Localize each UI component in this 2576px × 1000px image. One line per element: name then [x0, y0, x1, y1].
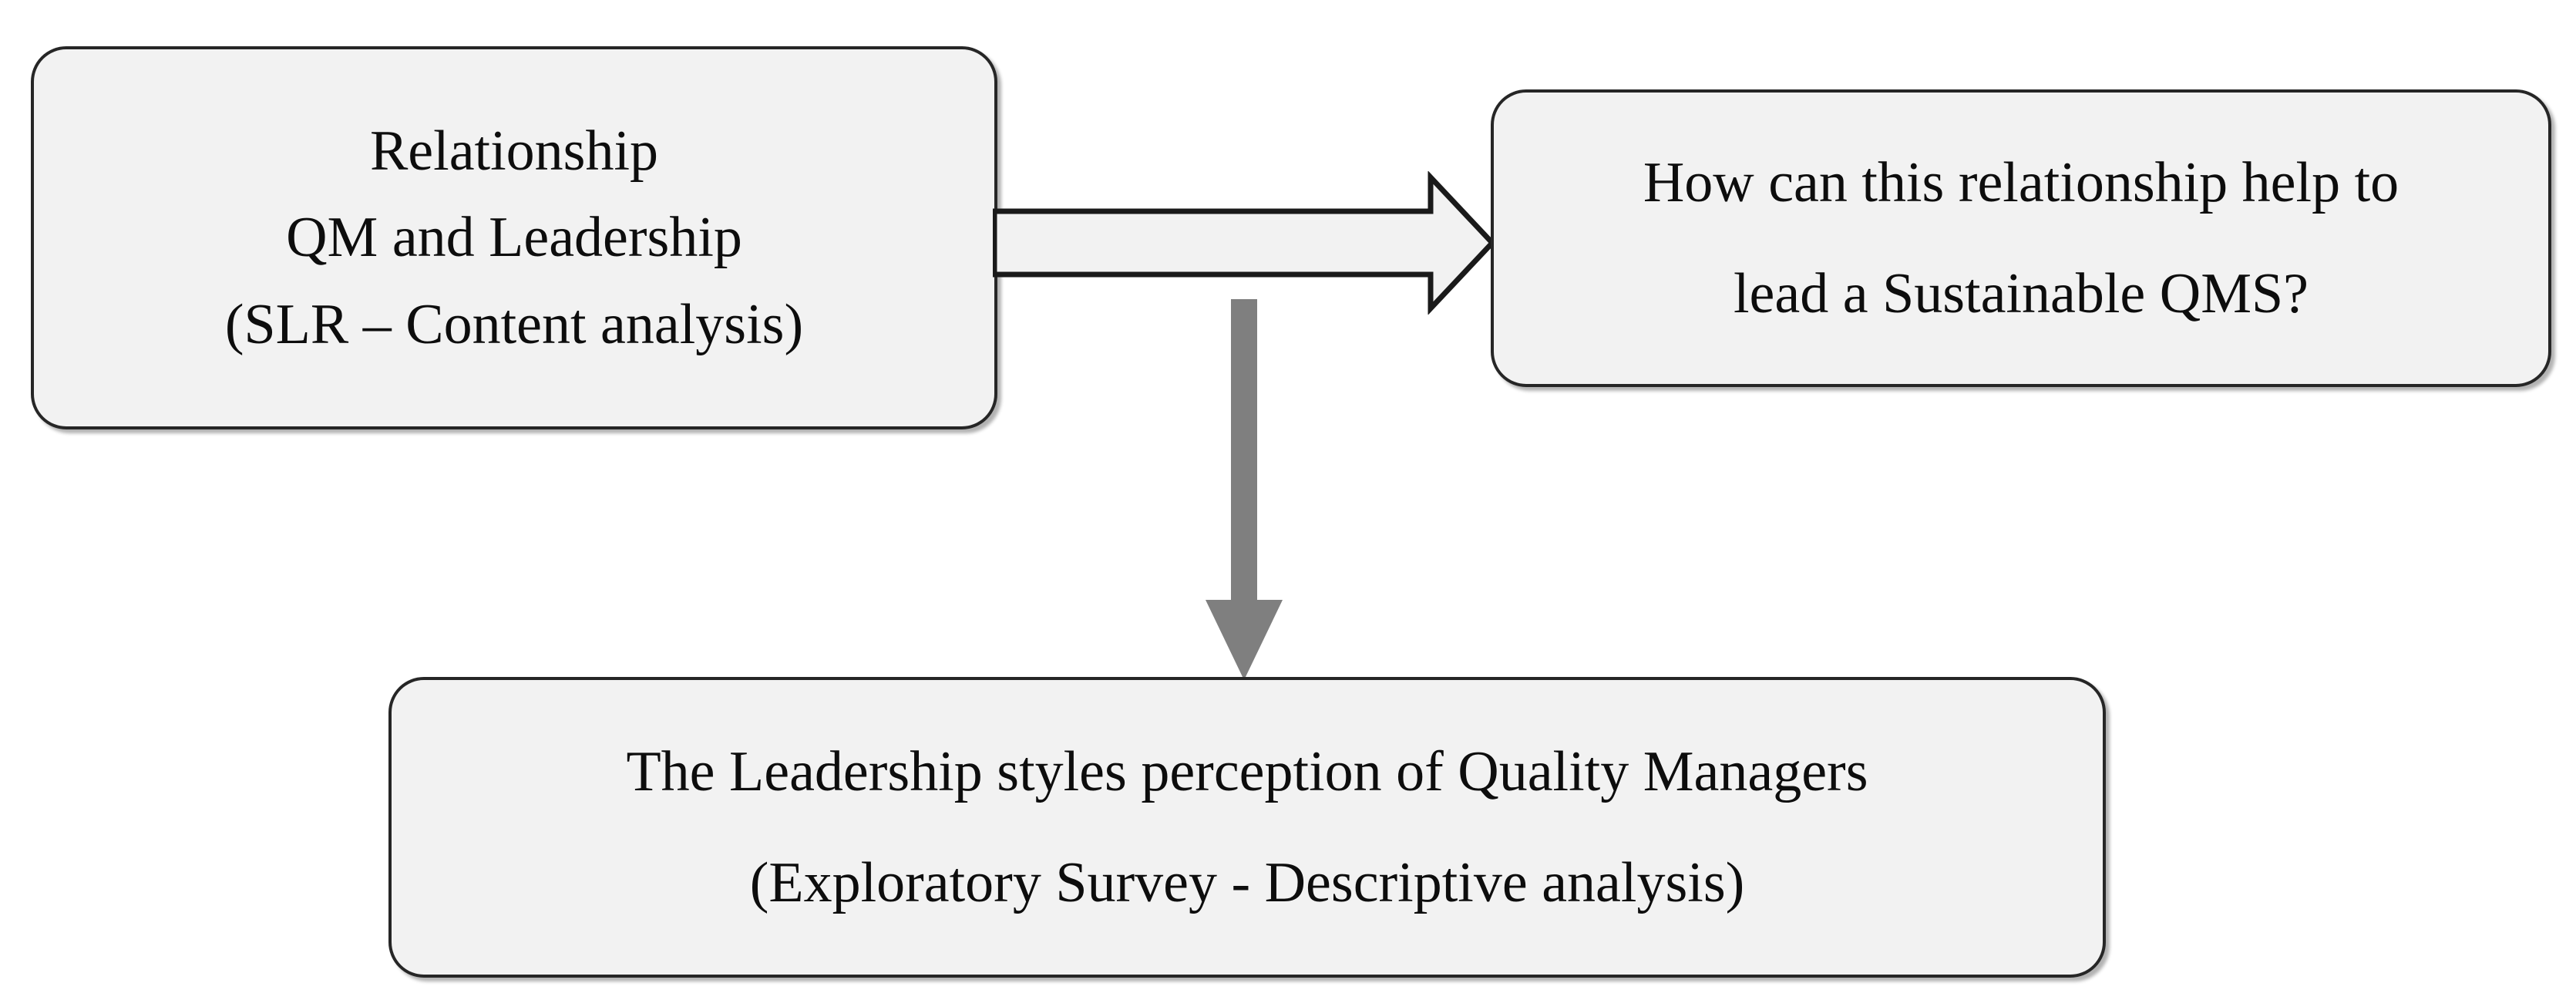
- arrow-down-path: [1206, 299, 1283, 680]
- block-arrow-right-shape: [993, 171, 1495, 315]
- node-relationship-line-3: (SLR – Content analysis): [224, 292, 804, 356]
- node-survey-line-1: The Leadership styles perception of Qual…: [626, 739, 1868, 803]
- node-relationship-line-1: Relationship: [369, 119, 659, 183]
- node-question[interactable]: How can this relationship help to lead a…: [1491, 89, 2551, 387]
- block-arrow-right-path: [993, 171, 1495, 315]
- arrow-down-shape: [1206, 299, 1283, 680]
- node-question-line-2: lead a Sustainable QMS?: [1734, 262, 2309, 325]
- node-survey-line-2: (Exploratory Survey - Descriptive analys…: [749, 851, 1745, 914]
- node-relationship[interactable]: Relationship QM and Leadership (SLR – Co…: [31, 46, 997, 429]
- arrow-down-icon: [1199, 299, 1289, 682]
- block-arrow-right-icon: [993, 171, 1495, 315]
- node-survey[interactable]: The Leadership styles perception of Qual…: [388, 677, 2106, 978]
- node-relationship-line-2: QM and Leadership: [286, 206, 742, 270]
- node-question-line-1: How can this relationship help to: [1643, 150, 2399, 214]
